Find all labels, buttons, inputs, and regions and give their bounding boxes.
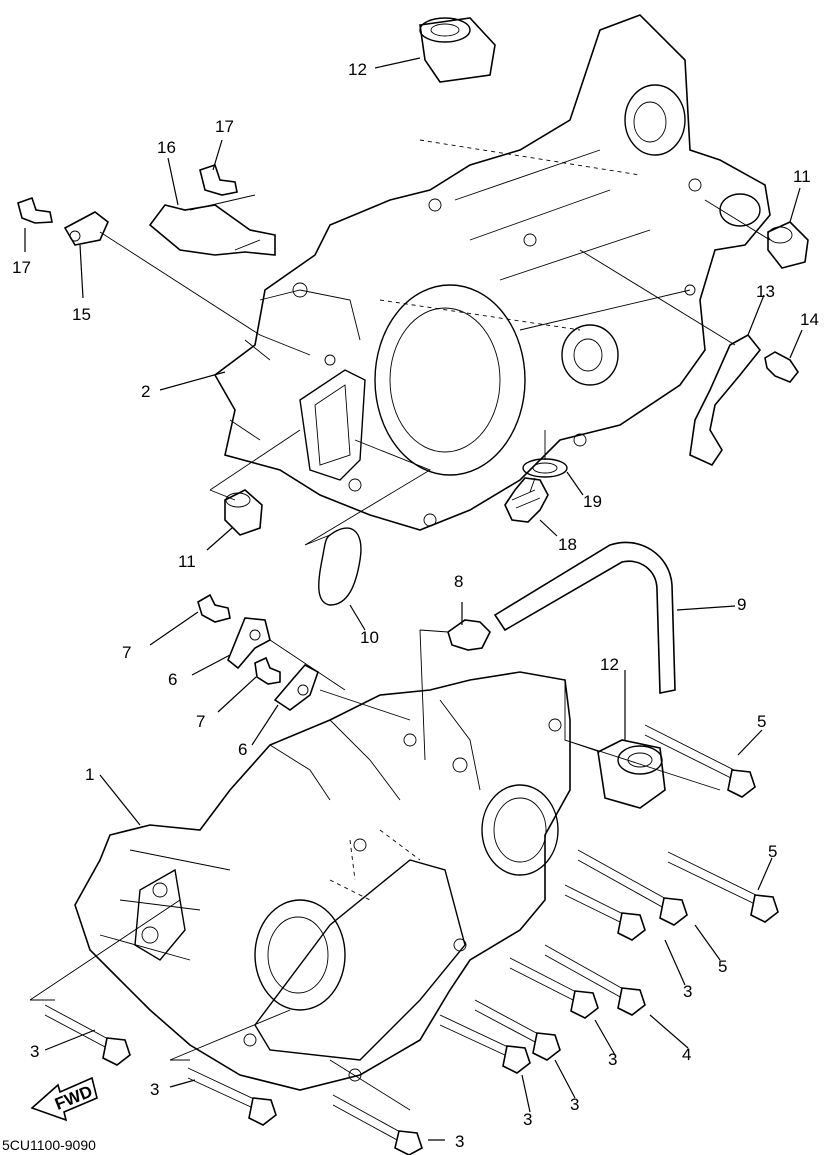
label-part-9: 9 (737, 595, 746, 614)
label-part-12-mid: 12 (600, 655, 619, 674)
label-part-5-a: 5 (757, 712, 766, 731)
dowel-11-right (767, 221, 809, 269)
label-part-14: 14 (800, 310, 819, 329)
crankcase-left-half (74, 671, 571, 1091)
bracket-6-lower (273, 663, 319, 711)
screw-17-left (17, 196, 53, 224)
bolt-4 (544, 944, 646, 1016)
label-part-15: 15 (72, 305, 91, 324)
label-part-3-f: 3 (150, 1080, 159, 1099)
diagram-code: 5CU1100-9090 (2, 1137, 96, 1153)
bolt-3-a (564, 884, 646, 941)
label-part-3-e: 3 (30, 1042, 39, 1061)
label-part-16: 16 (157, 138, 176, 157)
bolt-3-f (187, 1067, 277, 1126)
bolt-5-b (667, 851, 779, 923)
label-part-4: 4 (682, 1045, 691, 1064)
screw-7-lower (254, 656, 281, 685)
label-part-1: 1 (85, 765, 94, 784)
dowel-11-left (224, 489, 263, 536)
label-part-3-d: 3 (523, 1110, 532, 1129)
label-part-5-c: 5 (718, 957, 727, 976)
label-part-11-right: 11 (793, 167, 811, 186)
label-part-8: 8 (454, 572, 463, 591)
bolt-3-d (439, 1014, 531, 1074)
bolt-3-e (44, 1004, 131, 1066)
bolt-5-c (577, 849, 688, 926)
screw-14 (764, 351, 799, 383)
fitting-8 (447, 619, 491, 651)
bolt-3-c (474, 999, 561, 1061)
screw-17-upper (199, 163, 238, 196)
label-part-19: 19 (583, 492, 602, 511)
label-part-6-lower: 6 (238, 740, 247, 759)
label-part-17-left: 17 (12, 258, 31, 277)
label-part-7-lower: 7 (196, 712, 205, 731)
bolt-3-b (509, 957, 599, 1019)
screw-7-upper (197, 593, 231, 623)
label-part-10: 10 (360, 628, 379, 647)
part-labels: 12 17 16 17 15 11 13 14 2 19 18 11 10 8 … (12, 60, 819, 1151)
crankcase-right-half (213, 14, 771, 531)
bracket-16 (148, 204, 276, 256)
label-part-18: 18 (558, 535, 577, 554)
hose-9 (493, 541, 676, 694)
label-part-17-upper: 17 (215, 117, 234, 136)
label-part-2: 2 (141, 382, 150, 401)
bolt-3-g (332, 1094, 423, 1155)
drain-bolt-18 (504, 477, 549, 523)
plate-15 (63, 211, 109, 246)
label-part-13: 13 (756, 282, 775, 301)
o-ring-10 (318, 527, 362, 606)
label-part-3-g: 3 (455, 1132, 464, 1151)
label-part-11-left: 11 (178, 552, 196, 571)
label-part-12-top: 12 (348, 60, 367, 79)
bushing-mid (597, 739, 666, 809)
label-part-5-b: 5 (768, 842, 777, 861)
label-part-7-upper: 7 (122, 643, 131, 662)
label-part-6-upper: 6 (168, 670, 177, 689)
bracket-13 (689, 333, 762, 467)
bushing-top (419, 17, 496, 83)
label-part-3-c: 3 (570, 1095, 579, 1114)
label-part-3-a: 3 (683, 982, 692, 1001)
bolt-5-a (644, 724, 756, 798)
label-part-3-b: 3 (608, 1050, 617, 1069)
leader-lines (24, 57, 803, 1141)
fwd-direction-badge: FWD (30, 1076, 98, 1122)
